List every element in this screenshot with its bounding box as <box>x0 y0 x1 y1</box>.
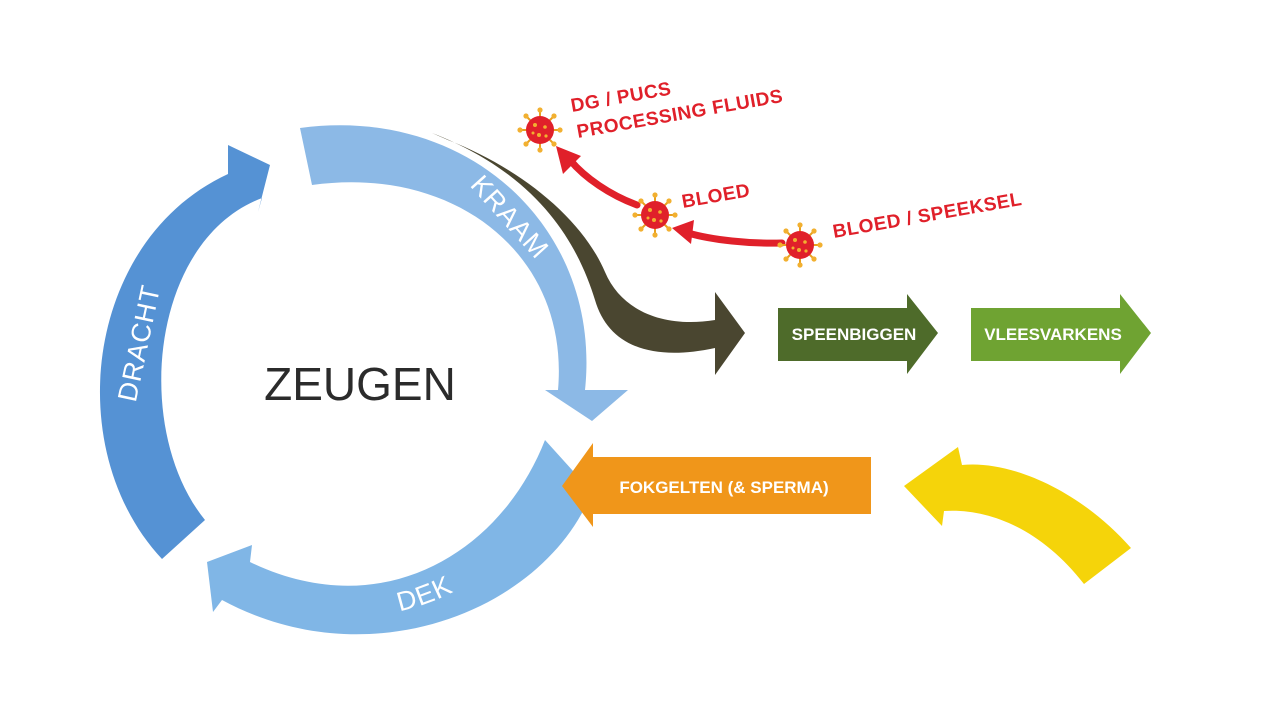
red-arrow-lower <box>684 229 786 247</box>
virus-label-right: BLOED / SPEEKSEL <box>831 189 1023 243</box>
fokgelten-label: FOKGELTEN (& SPERMA) <box>619 478 828 497</box>
dracht-arc <box>99 145 271 559</box>
virus-icon-top <box>516 106 564 154</box>
virus-icon-right <box>776 221 824 269</box>
red-arrowhead-upper <box>556 146 581 174</box>
speenbiggen-label: SPEENBIGGEN <box>792 325 917 344</box>
speenbiggen-arrow <box>778 294 938 374</box>
center-label: ZEUGEN <box>264 358 456 410</box>
fokgelten-arrow <box>562 443 871 527</box>
dark-outflow-arrow <box>432 133 745 375</box>
red-arrowhead-lower <box>672 220 694 244</box>
red-arrow-upper <box>566 156 641 209</box>
vleesvarkens-arrow <box>971 294 1151 374</box>
kraam-arc <box>300 125 628 421</box>
dek-arc <box>207 440 592 635</box>
virus-icon-middle <box>631 191 679 239</box>
vleesvarkens-label: VLEESVARKENS <box>984 325 1122 344</box>
yellow-curved-arrow <box>904 447 1131 584</box>
virus-label-middle: BLOED <box>680 180 752 213</box>
